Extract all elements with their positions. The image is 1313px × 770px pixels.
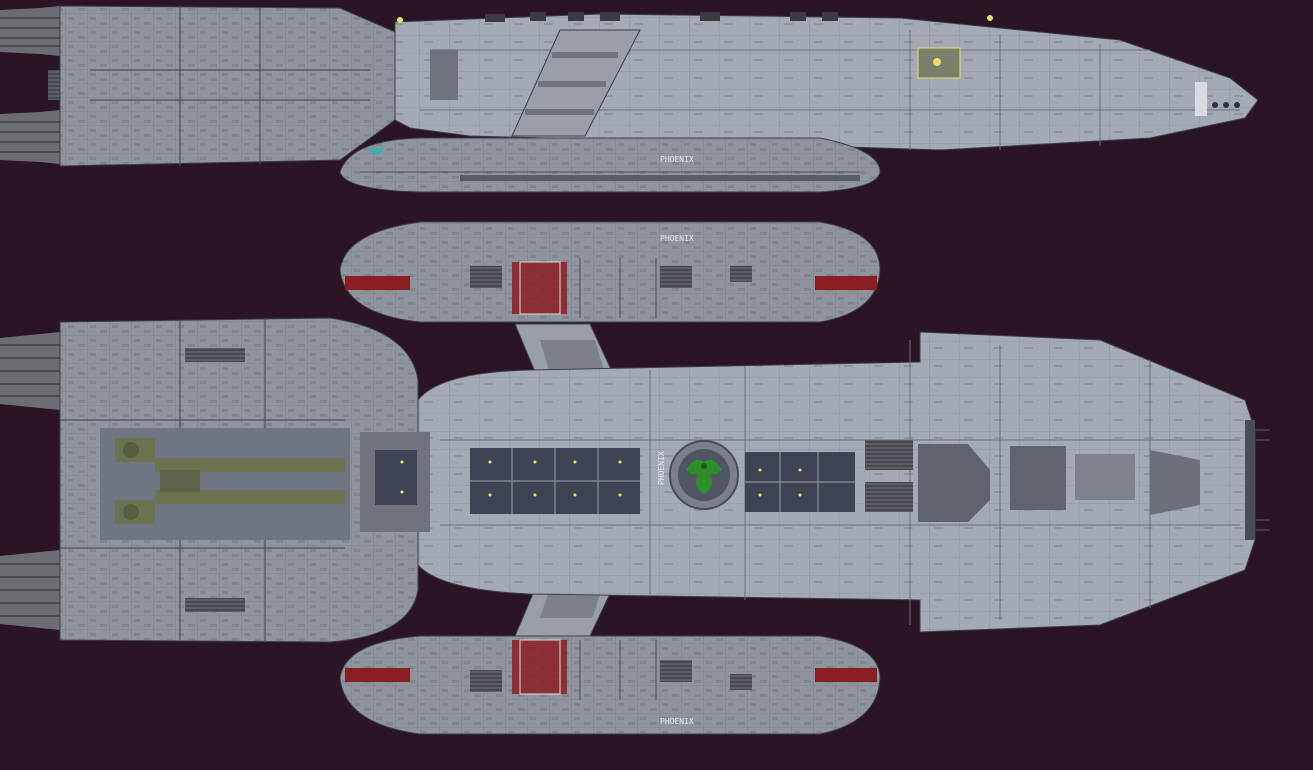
dorsal-pod-upper-label: PHOENIX	[660, 234, 694, 243]
side-aft-section	[59, 5, 396, 167]
dorsal-main-hull: PHOENIX	[360, 331, 1270, 633]
side-turret-block	[430, 50, 458, 100]
bow-port-lights	[1212, 102, 1240, 108]
dorsal-engine-block	[0, 317, 419, 643]
side-cyan-marker	[365, 147, 385, 155]
phoenix-emblem-icon	[669, 440, 739, 510]
dorsal-gun-row	[485, 12, 838, 22]
hull-stencil-label: PHOENIX	[657, 451, 666, 485]
side-pod-label: PHOENIX	[660, 155, 694, 164]
dorsal-view: PHOENIX PHOENIX	[0, 221, 1270, 735]
side-engine-upper	[0, 6, 60, 56]
dorsal-flight-pod-lower: PHOENIX	[339, 635, 881, 735]
dorsal-pod-lower-label: PHOENIX	[660, 717, 694, 726]
dorsal-flight-pod-upper: PHOENIX	[339, 221, 881, 323]
side-profile-view: PHOENIX	[0, 5, 1259, 193]
side-engine-lower	[0, 110, 60, 164]
side-flight-pod	[339, 137, 881, 193]
